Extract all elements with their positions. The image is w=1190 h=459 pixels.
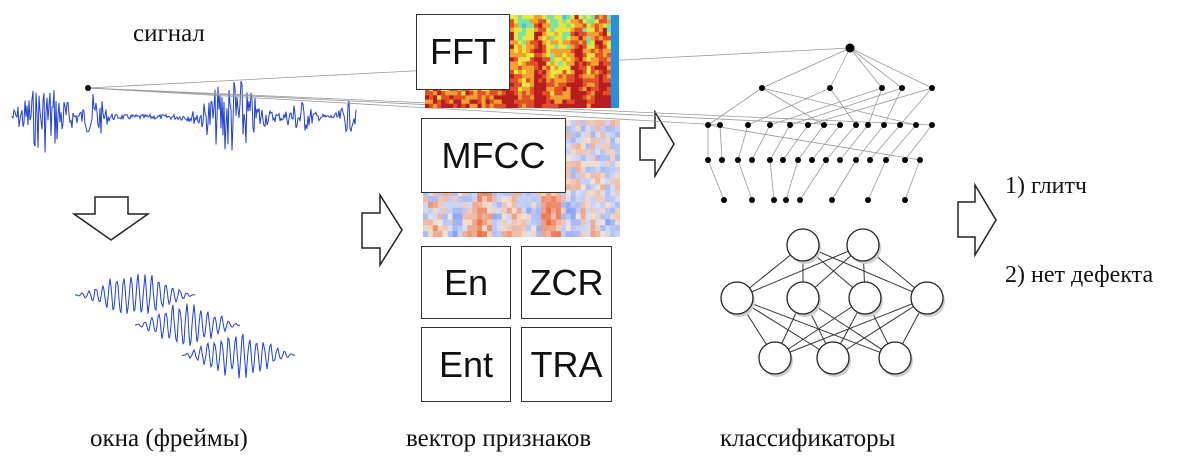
tree-node <box>913 122 919 128</box>
tree-node <box>749 197 755 203</box>
tree-node <box>717 122 723 128</box>
right-arrow-icon-2 <box>639 109 675 179</box>
nn-neuron <box>846 228 880 262</box>
tree-node <box>805 122 811 128</box>
tree-node <box>795 157 801 163</box>
tra-label: TRA <box>530 343 603 385</box>
tree-node <box>749 157 755 163</box>
tree-node <box>902 157 908 163</box>
nn-neuron <box>878 341 912 375</box>
output-glitch: 1) глитч <box>1005 173 1087 199</box>
frame-trace-3 <box>181 333 296 379</box>
entropy-label: Ent <box>438 343 494 385</box>
tree-node <box>829 197 835 203</box>
tree-node <box>837 157 843 163</box>
signal-waveform <box>11 80 357 153</box>
frame-trace-2 <box>135 303 241 346</box>
nn-neuron <box>848 281 882 315</box>
tree-node <box>929 122 935 128</box>
tree-node <box>783 197 789 203</box>
mfcc-label-box: MFCC <box>421 118 566 193</box>
nn-neuron <box>816 341 850 375</box>
tree-node <box>705 157 711 163</box>
tree-node <box>929 85 935 91</box>
mfcc-label: MFCC <box>441 134 546 176</box>
tree-node <box>902 197 908 203</box>
classifiers-caption: классификаторы <box>720 425 896 452</box>
nn-neuron <box>786 228 820 262</box>
tree-node <box>787 122 793 128</box>
tree-node <box>845 43 855 53</box>
tree-node <box>867 157 873 163</box>
tree-node <box>780 157 786 163</box>
windows-caption: окна (фреймы) <box>90 425 248 452</box>
tree-node <box>721 197 727 203</box>
tree-node <box>823 157 829 163</box>
tree-node <box>899 85 905 91</box>
tree-node <box>735 157 741 163</box>
tree-node <box>767 157 773 163</box>
down-arrow-icon <box>71 196 151 241</box>
tree-node <box>897 122 903 128</box>
tree-node <box>853 122 859 128</box>
tree-node <box>767 122 773 128</box>
output-no-defect: 2) нет дефекта <box>1005 262 1154 288</box>
tree-node <box>771 197 777 203</box>
neural-network <box>720 228 945 377</box>
tree-node <box>719 157 725 163</box>
tree-node <box>865 122 871 128</box>
zcr-box: ZCR <box>521 246 612 319</box>
tree-node <box>837 122 843 128</box>
tree-node <box>853 157 859 163</box>
zcr-label: ZCR <box>529 261 604 303</box>
right-arrow-icon-1 <box>361 192 403 268</box>
tree-node <box>917 157 923 163</box>
right-arrow-icon-3 <box>957 182 997 258</box>
tree-node <box>821 122 827 128</box>
tree-node <box>705 122 711 128</box>
frame-trace-1 <box>74 273 196 314</box>
tree-node <box>745 122 751 128</box>
fft-label: FFT <box>430 31 496 72</box>
signal-trace <box>11 80 357 153</box>
nn-neuron <box>786 281 820 315</box>
tree-node <box>827 85 833 91</box>
tree-node <box>865 197 871 203</box>
tra-box: TRA <box>521 327 612 402</box>
tree-node <box>85 85 91 91</box>
energy-box: En <box>421 246 511 319</box>
energy-label: En <box>443 261 489 303</box>
feature-vector-caption: вектор признаков <box>406 425 592 452</box>
tree-node <box>797 197 803 203</box>
nn-neuron <box>758 341 792 375</box>
signal-caption: сигнал <box>133 20 205 47</box>
tree-node <box>883 157 889 163</box>
tree-node <box>879 85 885 91</box>
entropy-box: Ent <box>421 327 511 402</box>
tree-node <box>809 157 815 163</box>
nn-neuron <box>910 281 944 315</box>
nn-neuron <box>720 281 754 315</box>
tree-node <box>881 122 887 128</box>
fft-label-box: FFT <box>416 14 510 90</box>
windowed-frames <box>74 273 296 379</box>
tree-node <box>759 85 765 91</box>
